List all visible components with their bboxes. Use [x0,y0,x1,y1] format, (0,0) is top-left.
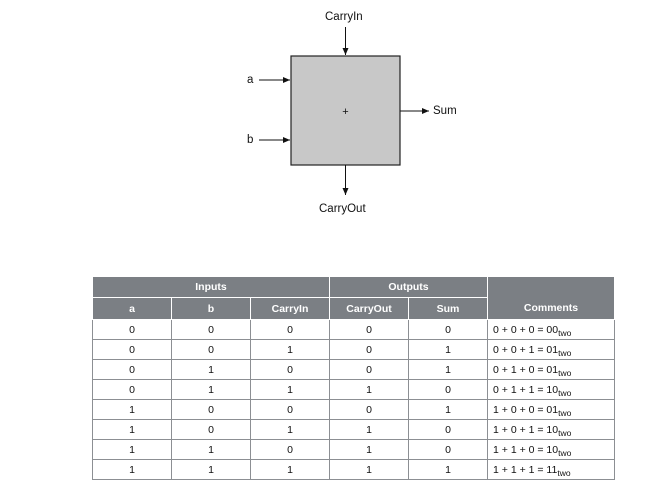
full-adder-diagram: + CarryIn a b Sum CarryOut [0,0,669,230]
cell-carryin: 0 [249,399,331,420]
comment-expression: 1 + 0 + 1 = 10 [493,423,559,436]
cell-carryout: 0 [329,359,410,380]
table-row: 0 1 1 1 0 0 + 1 + 1 = 10two [92,379,616,400]
comment-expression: 0 + 1 + 0 = 01 [493,363,559,376]
cell-sum: 0 [408,379,489,400]
cell-comment: 1 + 0 + 1 = 10two [487,419,616,440]
column-header-a: a [92,297,172,320]
cell-a: 1 [92,439,172,460]
comment-base: two [557,467,571,478]
cell-carryout: 1 [329,439,410,460]
table-row: 1 0 1 1 0 1 + 0 + 1 = 10two [92,419,616,440]
comment-expression: 0 + 1 + 1 = 10 [493,383,559,396]
carryout-label: CarryOut [319,203,366,215]
comment-base: two [558,367,572,378]
cell-b: 0 [171,419,251,440]
comment-base: two [558,387,572,398]
cell-carryout: 1 [329,419,410,440]
cell-comment: 1 + 0 + 0 = 01two [487,399,616,420]
truth-table: Inputs Outputs Comments a b CarryIn Carr… [91,276,616,480]
cell-carryout: 0 [329,399,410,420]
cell-b: 0 [171,319,251,340]
inputs-group-header: Inputs [91,276,331,298]
cell-a: 0 [92,379,172,400]
cell-comment: 0 + 1 + 0 = 01two [487,359,616,380]
cell-b: 1 [171,459,251,480]
cell-a: 0 [92,319,172,340]
table-row: 1 1 0 1 0 1 + 1 + 0 = 10two [92,439,616,460]
truth-table-body: 0 0 0 0 0 0 + 0 + 0 = 00two 0 0 1 0 1 0 … [92,319,616,480]
comment-base: two [558,407,572,418]
comment-expression: 1 + 1 + 0 = 10 [493,443,559,456]
cell-carryout: 0 [329,319,410,340]
comment-base: two [558,327,572,338]
comments-header: Comments [487,276,616,320]
cell-comment: 0 + 1 + 1 = 10two [487,379,616,400]
comment-base: two [558,427,572,438]
comment-base: two [558,447,572,458]
comment-expression: 1 + 1 + 1 = 11 [493,463,558,476]
comment-expression: 0 + 0 + 1 = 01 [493,343,559,356]
cell-comment: 1 + 1 + 0 = 10two [487,439,616,460]
cell-carryin: 0 [249,439,331,460]
cell-carryout: 0 [329,339,410,360]
cell-sum: 1 [408,399,489,420]
cell-a: 1 [92,419,172,440]
cell-carryout: 1 [329,459,410,480]
table-row: 1 0 0 0 1 1 + 0 + 0 = 01two [92,399,616,420]
cell-b: 0 [171,339,251,360]
cell-comment: 0 + 0 + 0 = 00two [487,319,616,340]
cell-carryin: 1 [249,419,331,440]
cell-b: 1 [171,379,251,400]
input-a-label: a [247,74,254,86]
cell-carryin: 0 [249,319,331,340]
comment-expression: 1 + 0 + 0 = 01 [493,403,559,416]
column-header-b: b [171,297,251,320]
cell-sum: 0 [408,419,489,440]
comment-base: two [558,347,572,358]
cell-a: 1 [92,459,172,480]
cell-b: 1 [171,359,251,380]
table-row: 0 0 0 0 0 0 + 0 + 0 = 00two [92,319,616,340]
cell-carryout: 1 [329,379,410,400]
cell-a: 0 [92,339,172,360]
table-row: 0 1 0 0 1 0 + 1 + 0 = 01two [92,359,616,380]
table-row: 1 1 1 1 1 1 + 1 + 1 = 11two [92,459,616,480]
adder-block-svg: + [259,27,429,195]
cell-sum: 1 [408,459,489,480]
cell-b: 1 [171,439,251,460]
cell-sum: 0 [408,439,489,460]
cell-a: 1 [92,399,172,420]
adder-plus-symbol: + [342,106,348,118]
adder-box [290,55,401,166]
cell-comment: 1 + 1 + 1 = 11two [487,459,616,480]
cell-sum: 1 [408,339,489,360]
carryin-label: CarryIn [325,11,363,23]
cell-b: 0 [171,399,251,420]
cell-carryin: 1 [249,379,331,400]
cell-sum: 0 [408,319,489,340]
input-b-label: b [247,134,254,146]
cell-comment: 0 + 0 + 1 = 01two [487,339,616,360]
sum-label: Sum [433,105,457,117]
cell-carryin: 0 [249,359,331,380]
column-header-carryout: CarryOut [329,297,410,320]
cell-carryin: 1 [249,339,331,360]
outputs-group-header: Outputs [329,276,489,298]
cell-sum: 1 [408,359,489,380]
cell-a: 0 [92,359,172,380]
table-row: 0 0 1 0 1 0 + 0 + 1 = 01two [92,339,616,360]
column-header-carryin: CarryIn [249,297,331,320]
cell-carryin: 1 [249,459,331,480]
comment-expression: 0 + 0 + 0 = 00 [493,323,559,336]
column-header-sum: Sum [408,297,489,320]
